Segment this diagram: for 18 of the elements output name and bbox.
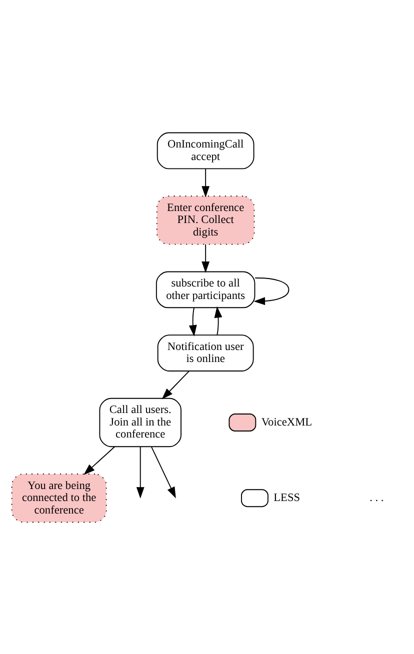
legend-label: VoiceXML	[261, 416, 312, 428]
arrow	[254, 277, 290, 305]
node-box: Notification user is online	[157, 334, 254, 371]
arrow	[214, 306, 222, 336]
arrow	[202, 243, 210, 272]
legend-label: LESS	[274, 492, 300, 504]
node-box: You are being connected to the conference	[11, 473, 107, 522]
node-box: subscribe to all other participants	[156, 270, 256, 308]
arrow	[188, 306, 197, 336]
arrow	[136, 446, 144, 498]
arrow	[84, 446, 116, 474]
node-box: Call all users. Join all in the conference	[99, 397, 182, 447]
arrow	[162, 370, 190, 399]
arrow	[150, 446, 176, 498]
node-box: OnIncomingCall accept	[156, 132, 254, 169]
arrow	[202, 168, 210, 198]
label: . . .	[370, 492, 384, 504]
node-box: Enter conference PIN. Collect digits	[156, 195, 255, 244]
